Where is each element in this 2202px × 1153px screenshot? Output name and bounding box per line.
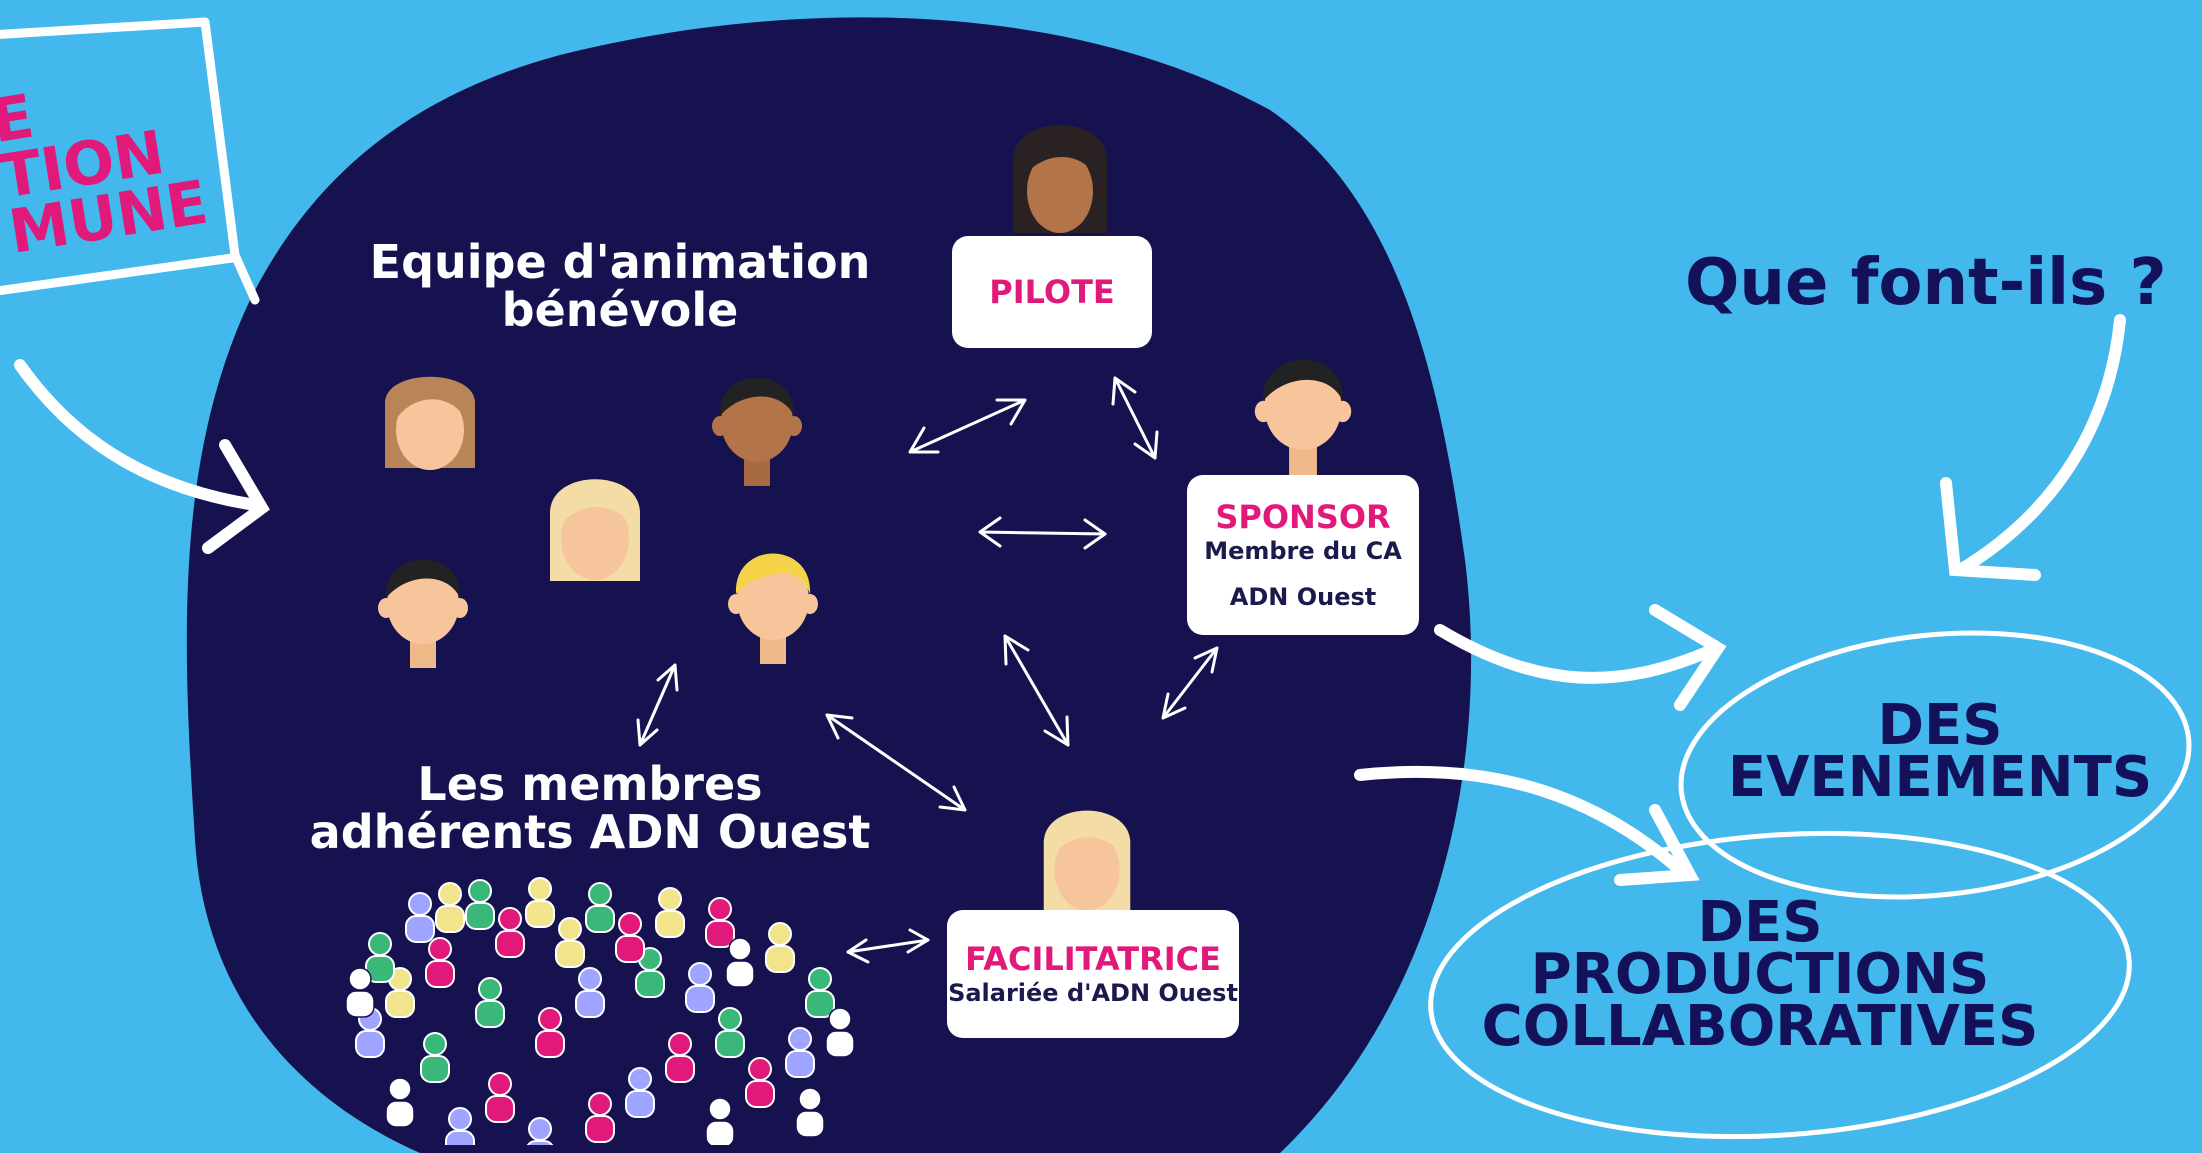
team-title-line-1: Equipe d'animation (369, 235, 871, 289)
facilitatrice-role: FACILITATRICE (965, 940, 1221, 978)
crowd-icon (345, 877, 855, 1145)
curved-arrow-icon (1940, 314, 2126, 581)
stamp-frame (0, 17, 260, 305)
members-title-line-2: adhérents ADN Ouest (309, 805, 871, 859)
productions-ellipse (1428, 830, 2132, 1140)
curved-arrow-icon (14, 359, 270, 554)
productions-line-1: DES (1697, 890, 1823, 955)
facilitatrice-card: FACILITATRICE Salariée d'ADN Ouest (947, 910, 1239, 1038)
sponsor-role: SPONSOR (1215, 498, 1391, 536)
person-icon (1043, 810, 1131, 916)
question-text: Que font-ils ? (1685, 246, 2167, 320)
events-ellipse (1678, 630, 2192, 900)
person-icon (550, 479, 640, 581)
stamp-text: E TION MUNE (0, 64, 213, 268)
events-label: DES EVENEMENTS (1700, 693, 2180, 810)
person-icon (712, 377, 802, 486)
productions-line-2: PRODUCTIONS (1530, 942, 1990, 1007)
members-title: Les membres adhérents ADN Ouest (300, 760, 880, 856)
person-icon (378, 559, 468, 668)
person-icon (1013, 125, 1107, 233)
facilitatrice-sub-1: Salariée d'ADN Ouest (948, 979, 1238, 1007)
person-icon (385, 376, 475, 470)
sponsor-sub-1: Membre du CA (1204, 537, 1402, 565)
events-line-1: DES (1877, 693, 2003, 758)
team-title: Equipe d'animation bénévole (360, 238, 880, 334)
pilote-role: PILOTE (989, 273, 1115, 311)
sponsor-card: SPONSOR Membre du CA ADN Ouest (1187, 475, 1419, 635)
sponsor-sub-2: ADN Ouest (1229, 583, 1377, 611)
person-icon (728, 553, 818, 664)
events-line-2: EVENEMENTS (1727, 745, 2153, 810)
members-title-line-1: Les membres (417, 757, 763, 811)
pilote-card: PILOTE (952, 236, 1152, 348)
double-arrow-icon (636, 376, 1219, 964)
curved-arrow-icon (1434, 604, 1727, 711)
team-title-line-2: bénévole (501, 283, 739, 337)
person-icon (1254, 359, 1352, 476)
productions-label: DES PRODUCTIONS COLLABORATIVES (1460, 890, 2060, 1059)
productions-line-3: COLLABORATIVES (1481, 994, 2039, 1059)
curved-arrow-icon (1354, 765, 1700, 886)
